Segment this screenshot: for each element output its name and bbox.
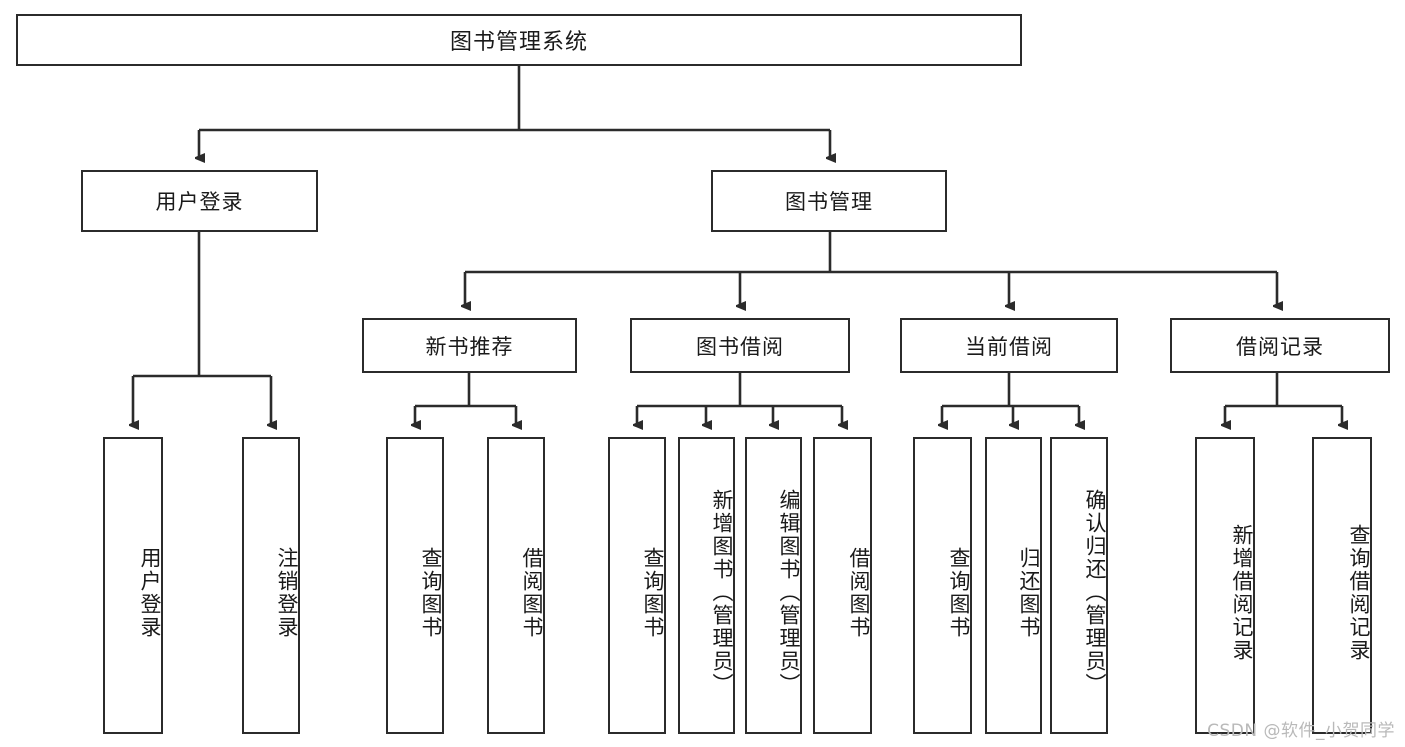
node-book-borrow[interactable]: 图书借阅 — [630, 318, 850, 373]
node-label: 查询图书 — [947, 546, 971, 639]
node-book-management[interactable]: 图书管理 — [711, 170, 947, 232]
leaf-logout-login[interactable]: 注销登录 — [242, 437, 300, 734]
node-label: 图书管理 — [785, 190, 873, 214]
leaf-add-book-admin[interactable]: 新增图书（管理员） — [678, 437, 735, 734]
leaf-query-book-borrow[interactable]: 查询图书 — [608, 437, 666, 734]
node-label: 新书推荐 — [425, 334, 514, 359]
node-label: 查询图书 — [641, 546, 665, 639]
node-label: 新增借阅记录 — [1230, 523, 1254, 662]
node-label: 图书借阅 — [696, 334, 784, 359]
node-current-borrow[interactable]: 当前借阅 — [900, 318, 1118, 373]
node-label: 确认归还（管理员） — [1083, 489, 1107, 696]
leaf-borrow-book[interactable]: 借阅图书 — [813, 437, 872, 734]
node-user-login[interactable]: 用户登录 — [81, 170, 318, 232]
node-label: 归还图书 — [1017, 546, 1041, 639]
node-label: 新增图书（管理员） — [710, 489, 734, 696]
node-label: 查询借阅记录 — [1347, 523, 1371, 662]
node-label: 查询图书 — [419, 546, 443, 639]
node-root-system[interactable]: 图书管理系统 — [16, 14, 1022, 66]
leaf-return-book[interactable]: 归还图书 — [985, 437, 1042, 734]
node-label: 借阅记录 — [1236, 334, 1324, 359]
watermark-text: CSDN @软件_小贺同学 — [1207, 721, 1395, 741]
node-label: 图书管理系统 — [449, 30, 588, 55]
leaf-query-book-current[interactable]: 查询图书 — [913, 437, 972, 734]
leaf-borrow-book-recommend[interactable]: 借阅图书 — [487, 437, 545, 734]
node-label: 注销登录 — [275, 546, 299, 639]
node-label: 用户登录 — [138, 546, 162, 639]
leaf-confirm-return-admin[interactable]: 确认归还（管理员） — [1050, 437, 1108, 734]
node-new-book-recommend[interactable]: 新书推荐 — [362, 318, 577, 373]
leaf-user-login[interactable]: 用户登录 — [103, 437, 163, 734]
leaf-query-book-recommend[interactable]: 查询图书 — [386, 437, 444, 734]
leaf-query-borrow-record[interactable]: 查询借阅记录 — [1312, 437, 1372, 734]
node-label: 编辑图书（管理员） — [777, 489, 801, 696]
node-label: 当前借阅 — [965, 334, 1053, 359]
node-label: 借阅图书 — [847, 546, 871, 639]
leaf-add-borrow-record[interactable]: 新增借阅记录 — [1195, 437, 1255, 734]
node-borrow-record[interactable]: 借阅记录 — [1170, 318, 1390, 373]
leaf-edit-book-admin[interactable]: 编辑图书（管理员） — [745, 437, 802, 734]
node-label: 借阅图书 — [520, 546, 544, 639]
node-label: 用户登录 — [155, 190, 244, 214]
